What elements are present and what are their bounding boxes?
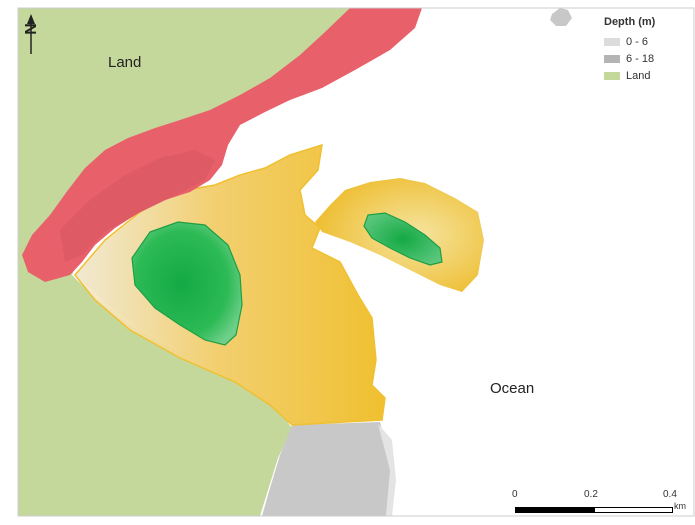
land-area xyxy=(18,8,357,516)
scale-unit: km xyxy=(674,501,686,511)
scale-tick: 0.4 xyxy=(663,489,677,500)
rock-top xyxy=(550,8,572,26)
legend-item: Land xyxy=(604,67,692,84)
green-zone-east xyxy=(363,212,443,266)
north-arrow: N xyxy=(20,12,46,62)
legend: Depth (m) 0 - 6 6 - 18 Land xyxy=(604,16,692,84)
land-label: Land xyxy=(108,54,142,71)
shallow-zone-bottom xyxy=(378,424,396,516)
ocean-label: Ocean xyxy=(490,380,535,397)
red-zone-inner-shade xyxy=(60,150,215,262)
legend-item-label: 0 - 6 xyxy=(626,35,649,48)
legend-swatch-shallow xyxy=(604,37,620,46)
scale-bar: 0 0.2 0.4 km xyxy=(508,489,688,519)
deep-zone-bottom xyxy=(262,422,392,516)
legend-item: 6 - 18 xyxy=(604,50,692,67)
scale-tick: 0 xyxy=(512,489,518,500)
north-letter: N xyxy=(22,23,40,35)
scale-bar-white-segment xyxy=(594,507,673,513)
legend-swatch-deep xyxy=(604,54,620,63)
legend-title: Depth (m) xyxy=(604,16,656,28)
scale-bar-black-segment xyxy=(515,507,594,513)
legend-swatch-land xyxy=(604,71,620,80)
scale-tick: 0.2 xyxy=(584,489,598,500)
legend-item-label: Land xyxy=(626,69,651,82)
north-arrow-icon xyxy=(27,14,35,54)
legend-item-label: 6 - 18 xyxy=(626,52,655,65)
green-zone-west xyxy=(131,221,243,346)
legend-item: 0 - 6 xyxy=(604,33,692,50)
